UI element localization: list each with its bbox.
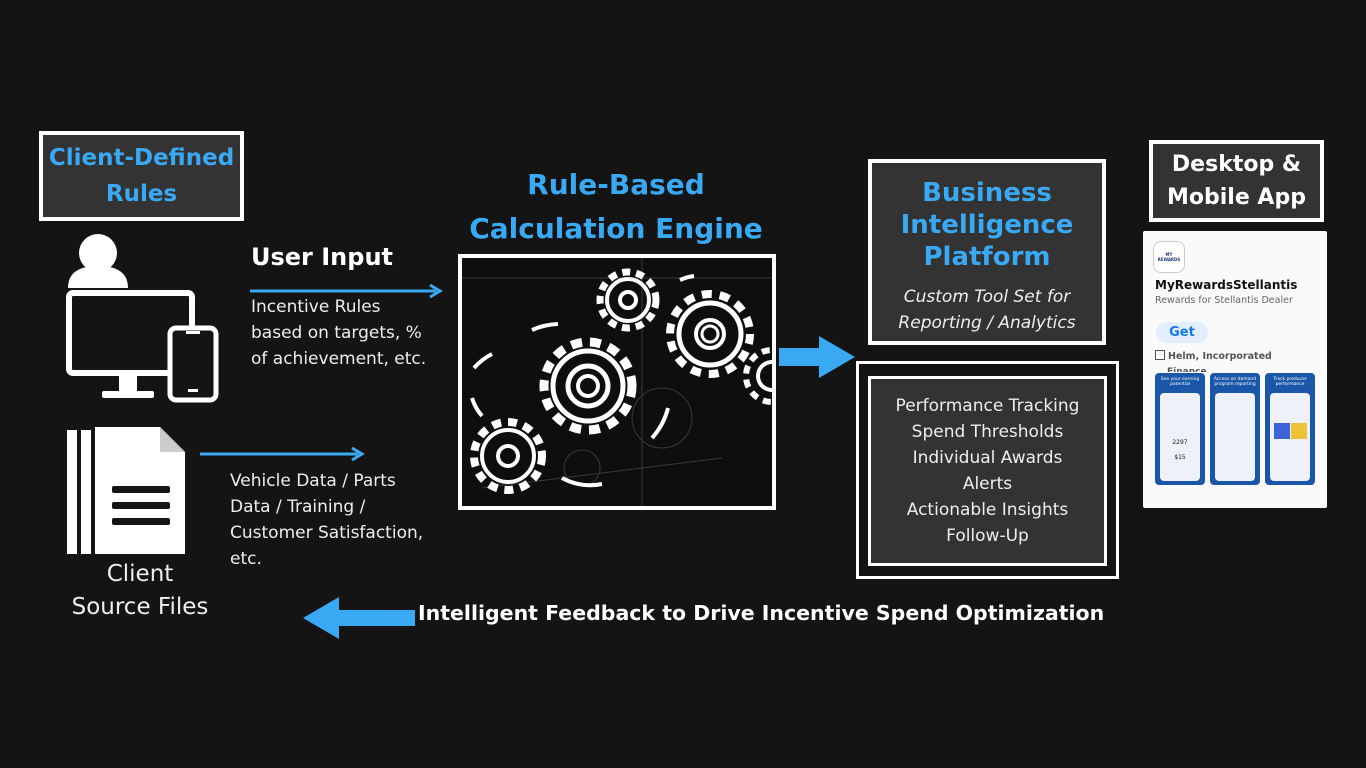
gear-bottom-left — [470, 418, 546, 494]
incentive-line-1: Incentive Rules — [251, 297, 381, 317]
client-rules-line1: Client-Defined — [48, 145, 235, 171]
bi-platform-box: Business Intelligence Platform Custom To… — [868, 159, 1106, 345]
features-box: Performance Tracking Spend Thresholds In… — [856, 361, 1119, 579]
user-icon — [68, 234, 128, 288]
gear-top-right — [666, 290, 754, 378]
features-list: Performance Tracking Spend Thresholds In… — [868, 376, 1107, 566]
gear-large — [539, 337, 637, 435]
app-screenshot-3: Track producer performance — [1265, 373, 1315, 485]
desktop-mobile-line2: Mobile App — [1167, 185, 1306, 210]
app-logo: MY REWARDS — [1153, 241, 1185, 273]
document-stack-icon — [67, 427, 185, 554]
user-input-heading: User Input — [251, 243, 393, 271]
arrow-right-bottom — [200, 446, 365, 462]
desktop-mobile-line1: Desktop & — [1171, 152, 1302, 177]
app-screenshot-2: Access on demand program reporting — [1210, 373, 1260, 485]
developer-icon — [1155, 350, 1165, 360]
incentive-line-3: of achievement, etc. — [251, 349, 427, 369]
screenshot-3-caption: Track producer performance — [1273, 377, 1307, 387]
feature-item: Performance Tracking — [895, 396, 1080, 416]
bi-title: Business Intelligence Platform — [872, 177, 1102, 273]
app-subtitle: Rewards for Stellantis Dealer — [1155, 295, 1293, 306]
app-store-listing: MY REWARDS MyRewardsStellantis Rewards f… — [1143, 231, 1327, 508]
client-source-line1: Client — [106, 561, 174, 587]
bi-title-line2: Intelligence — [900, 210, 1074, 240]
engine-title-line2: Calculation Engine — [469, 212, 763, 245]
arrow-right-top — [250, 283, 443, 299]
source-line-3: Customer Satisfaction, — [230, 523, 424, 543]
screenshot-1-value1: 2297 — [1172, 439, 1188, 446]
feature-item: Alerts — [962, 474, 1013, 494]
client-source-line2: Source Files — [71, 594, 209, 620]
feature-item: Follow-Up — [946, 526, 1029, 546]
incentive-rules-text: Incentive Rules based on targets, % of a… — [251, 294, 451, 372]
phone-icon — [167, 325, 219, 403]
source-data-text: Vehicle Data / Parts Data / Training / C… — [230, 468, 445, 572]
client-source-files-label: Client Source Files — [60, 558, 220, 624]
engine-title: Rule-Based Calculation Engine — [460, 163, 772, 251]
feedback-label: Intelligent Feedback to Drive Incentive … — [418, 601, 1105, 625]
app-name: MyRewardsStellantis — [1155, 278, 1298, 292]
bi-subtitle-line2: Reporting / Analytics — [898, 313, 1076, 333]
desktop-mobile-box: Desktop & Mobile App — [1149, 140, 1324, 222]
engine-title-line1: Rule-Based — [527, 168, 705, 201]
gear-top-small — [596, 268, 660, 332]
developer-name: Helm, Incorporated — [1168, 351, 1272, 362]
screenshot-1-value2: $15 — [1174, 454, 1186, 461]
feature-item: Spend Thresholds — [911, 422, 1064, 442]
client-rules-line2: Rules — [105, 181, 178, 207]
screenshot-1-caption: See your earning potential — [1160, 377, 1200, 387]
bi-subtitle: Custom Tool Set for Reporting / Analytic… — [872, 284, 1102, 336]
calculation-engine-box — [458, 254, 776, 510]
gears-icon — [462, 258, 772, 506]
user-devices-icon — [66, 234, 219, 403]
app-logo-text: MY REWARDS — [1157, 252, 1181, 262]
client-defined-rules-box: Client-Defined Rules — [39, 131, 244, 221]
source-line-4: etc. — [230, 549, 262, 569]
bi-subtitle-line1: Custom Tool Set for — [903, 287, 1071, 307]
source-line-2: Data / Training / — [230, 497, 366, 517]
get-button[interactable]: Get — [1156, 322, 1208, 343]
source-line-1: Vehicle Data / Parts — [230, 471, 396, 491]
bi-title-line1: Business — [922, 178, 1052, 208]
developer-row: Helm, Incorporated — [1155, 350, 1272, 362]
arrow-engine-to-bi — [779, 336, 855, 378]
gear-right-edge — [743, 347, 772, 405]
bi-title-line3: Platform — [923, 242, 1051, 272]
app-screenshot-1: See your earning potential 2297 $15 — [1155, 373, 1205, 485]
screenshot-2-caption: Access on demand program reporting — [1213, 377, 1257, 387]
feature-item: Individual Awards — [912, 448, 1063, 468]
feedback-arrow-left — [303, 597, 415, 639]
incentive-line-2: based on targets, % — [251, 323, 422, 343]
feature-item: Actionable Insights — [906, 500, 1069, 520]
category-partial: Finance — [1167, 367, 1207, 372]
